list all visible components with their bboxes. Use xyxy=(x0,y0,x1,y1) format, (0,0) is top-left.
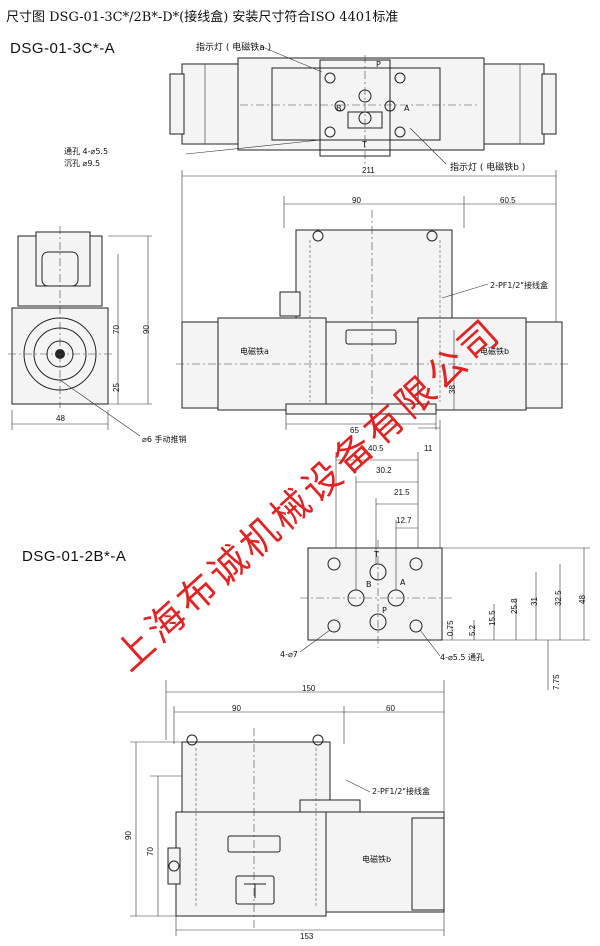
dim-70-end: 70 xyxy=(112,325,121,334)
dim-90-bottom: 90 xyxy=(232,704,241,713)
dim-70-2b: 70 xyxy=(146,847,155,856)
dim-65: 65 xyxy=(350,426,359,435)
dim-90-2b: 90 xyxy=(124,831,133,840)
dim-90-end: 90 xyxy=(142,325,151,334)
port-b-label: B xyxy=(336,104,342,113)
dim-48-mount: 48 xyxy=(578,595,587,604)
mount-port-p-label: P xyxy=(382,606,387,615)
mount-port-t-label: T xyxy=(374,550,379,559)
mount-port-b-label: B xyxy=(366,580,372,589)
dim-30-2: 30.2 xyxy=(376,466,392,475)
page-title: 尺寸图 DSG-01-3C*/2B*-D*(接线盒) 安装尺寸符合ISO 440… xyxy=(6,10,399,25)
dim-31: 31 xyxy=(530,597,539,606)
solenoid-b2-label: 电磁铁b xyxy=(362,855,392,864)
model-label-2b: DSG-01-2B*-A xyxy=(22,548,127,565)
dim-5-2: 5.2 xyxy=(468,624,477,636)
end-view xyxy=(8,226,152,437)
port-t-label: T xyxy=(362,140,367,149)
dim-12-7: 12.7 xyxy=(396,516,412,525)
dim-150: 150 xyxy=(302,684,316,693)
solenoid-a-label: 电磁铁a xyxy=(240,347,269,356)
mounting-pattern xyxy=(299,420,590,690)
dim-7-75: 7.75 xyxy=(552,674,561,690)
junction-box-label-1: 2-PF1/2"接线盒 xyxy=(490,281,548,290)
o-ring-label: 4-⌀7 xyxy=(280,650,298,659)
counterbore-label: 沉孔 ⌀9.5 xyxy=(64,159,101,168)
indicator-a-label: 指示灯 ( 电磁铁a ) xyxy=(196,43,272,53)
dim-32-5: 32.5 xyxy=(554,590,563,606)
top-view xyxy=(169,45,557,360)
model-label-3c: DSG-01-3C*-A xyxy=(10,40,116,57)
dim-15-5: 15.5 xyxy=(488,610,497,626)
dim-48-end: 48 xyxy=(56,414,65,423)
dim-0-75: 0.75 xyxy=(446,620,455,636)
mount-port-a-label: A xyxy=(400,578,406,587)
top-solenoid-left xyxy=(181,63,239,145)
dim-11: 11 xyxy=(424,444,433,453)
dim-25-8: 25.8 xyxy=(510,598,519,614)
dim-21-5: 21.5 xyxy=(394,488,410,497)
manual-push-label: ⌀6 手动推销 xyxy=(142,435,187,444)
dim-211: 211 xyxy=(362,166,375,175)
port-p-label: P xyxy=(376,60,381,69)
dim-25: 25 xyxy=(112,383,121,392)
dim-153: 153 xyxy=(300,932,314,941)
through-hole-label: 通孔 4-⌀5.5 xyxy=(64,147,109,156)
front-view-2b xyxy=(130,680,445,936)
dim-90-top: 90 xyxy=(352,196,361,205)
front-view-3c xyxy=(176,196,568,430)
port-a-label: A xyxy=(404,104,410,113)
dim-60-5: 60.5 xyxy=(500,196,516,205)
top-solenoid-right xyxy=(483,63,545,145)
indicator-b-label: 指示灯 ( 电磁铁b ) xyxy=(450,163,526,173)
junction-box-label-2: 2-PF1/2"接线盒 xyxy=(372,787,430,796)
dim-40-5: 40.5 xyxy=(368,444,384,453)
dim-60: 60 xyxy=(386,704,395,713)
mount-hole-label: 4-⌀5.5 通孔 xyxy=(440,653,485,662)
solenoid-b-label: 电磁铁b xyxy=(480,347,510,356)
